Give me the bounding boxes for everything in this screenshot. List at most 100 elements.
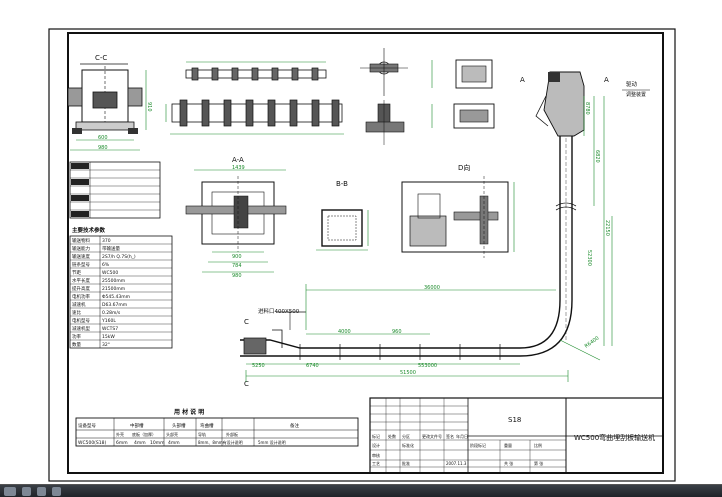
app-icon[interactable] bbox=[22, 486, 31, 496]
param-value: 0.28m/s bbox=[102, 310, 121, 316]
mat-r-5: 8mm、8mm有设计说明 bbox=[198, 439, 243, 445]
param-value: 带输送量 bbox=[102, 245, 120, 252]
dim-6820: 6820 bbox=[594, 150, 600, 163]
top-sub-label: 调整装置 bbox=[626, 91, 646, 98]
view-label-d: D向 bbox=[458, 163, 470, 172]
param-key: 数量 bbox=[72, 341, 81, 348]
param-key: 链条型号 bbox=[72, 261, 90, 268]
param-key: 输送物料 bbox=[72, 237, 90, 244]
param-value: 15kW bbox=[102, 334, 115, 340]
param-key: 输送能力 bbox=[72, 245, 90, 252]
dim-52300: 52300 bbox=[586, 250, 592, 266]
tb-r1-3: 更改文件号 bbox=[422, 433, 442, 439]
mat-h-4: 备注 bbox=[290, 422, 299, 429]
dim-51500: 51500 bbox=[400, 370, 416, 376]
view-label-aa: A-A bbox=[232, 156, 244, 164]
tb-r1-5: 年月日 bbox=[456, 433, 468, 439]
param-key: 减速机 bbox=[72, 301, 86, 308]
small-legend bbox=[69, 161, 161, 219]
dim-cc-width: 600 bbox=[98, 135, 108, 141]
view-b-b: B-B bbox=[316, 180, 369, 251]
param-key: 提升高度 bbox=[72, 285, 90, 292]
param-value: 25500mm bbox=[102, 278, 125, 284]
mat-r-4: 4mm bbox=[168, 440, 180, 446]
dim-36000: 36000 bbox=[424, 285, 440, 291]
dim-6740: 6740 bbox=[306, 363, 319, 369]
start-icon[interactable] bbox=[4, 486, 16, 496]
conveyor-elevation: 进料口400X500 C C A A 驱动 调整装置 bbox=[240, 71, 650, 388]
project-code: S18 bbox=[508, 416, 521, 424]
section-mark-a-2: A bbox=[604, 76, 609, 84]
param-value: WCTS7 bbox=[102, 326, 118, 332]
mat-r-1: 6mm bbox=[116, 440, 128, 446]
param-key: 节距 bbox=[72, 270, 81, 276]
dim-aa-784: 784 bbox=[232, 263, 242, 269]
tb-r1-0: 标记 bbox=[372, 433, 380, 439]
taskbar bbox=[0, 484, 722, 497]
app-icon[interactable] bbox=[37, 486, 46, 496]
inlet-note: 进料口400X500 bbox=[258, 307, 300, 315]
tb-r2-6: 比例 bbox=[534, 442, 542, 448]
mat-sh-0: 外壳 bbox=[116, 431, 124, 437]
head-section bbox=[543, 71, 585, 137]
tail-section bbox=[243, 337, 267, 355]
dim-5250: 5250 bbox=[252, 363, 265, 369]
param-value: Y160L bbox=[101, 318, 116, 324]
mat-h-1: 中部槽 bbox=[130, 422, 144, 429]
view-d: D向 bbox=[401, 163, 515, 258]
dim-aa-900: 900 bbox=[232, 254, 242, 260]
param-key: 输送速度 bbox=[72, 253, 90, 260]
mat-sh-2: 头部壳 bbox=[166, 431, 178, 437]
dim-cc-height: 910 bbox=[146, 102, 152, 112]
dim-960: 960 bbox=[392, 329, 402, 335]
mat-r-3: 10mm bbox=[150, 440, 165, 446]
param-value: WC500 bbox=[102, 270, 118, 276]
tb-r2-4: 阶段标记 bbox=[470, 442, 486, 448]
param-value: 21500mm bbox=[102, 286, 125, 292]
param-key: 功率 bbox=[72, 333, 81, 340]
tb-r4-4: 共 张 bbox=[504, 460, 513, 466]
inner-frame bbox=[67, 32, 664, 474]
mat-sh-4: 外部板 bbox=[226, 431, 238, 437]
dim-8780: 8780 bbox=[584, 102, 590, 115]
param-value: 32° bbox=[102, 342, 110, 348]
mat-r-6: 5mm 设计说明 bbox=[258, 439, 286, 445]
tb-r4-2: 批准 bbox=[402, 460, 410, 466]
sheet-border bbox=[48, 28, 676, 482]
tb-r2-5: 重量 bbox=[504, 442, 512, 448]
view-label-bb: B-B bbox=[336, 180, 348, 188]
mat-r-0: WC500(S18) bbox=[78, 440, 107, 446]
mat-sh-3: 导轨 bbox=[198, 431, 206, 437]
view-label-cc: C-C bbox=[95, 54, 107, 62]
dim-aa-980: 980 bbox=[232, 273, 242, 279]
mat-h-2: 头部槽 bbox=[172, 422, 186, 429]
dim-cc-total: 980 bbox=[98, 145, 108, 151]
app-icon[interactable] bbox=[52, 486, 61, 496]
mat-h-0: 设备型号 bbox=[78, 422, 96, 429]
param-key: 减速机型 bbox=[72, 325, 90, 332]
param-table-title: 主要技术参数 bbox=[72, 226, 106, 234]
dim-r6400: R6400 bbox=[584, 335, 601, 349]
material-table: 用 材 说 明 设备型号 中部槽 头部槽 弯曲槽 备注 外壳 底板（加厚） 头部… bbox=[75, 408, 359, 447]
title-block: S18 WC500弯曲埋刮板输送机 标记 处数 分区 更改文件号 签名 年月日 … bbox=[369, 397, 664, 474]
tb-r2-0: 设计 bbox=[372, 442, 380, 448]
param-value: 370 bbox=[102, 238, 111, 244]
dim-22150: 22150 bbox=[604, 220, 610, 236]
main-dimensions bbox=[245, 96, 613, 382]
section-mark-a-1: A bbox=[520, 76, 525, 84]
tb-date: 2007.11.3 bbox=[446, 461, 467, 466]
param-value: 6% bbox=[102, 262, 110, 268]
section-mark-c-1: C bbox=[244, 318, 249, 326]
param-key: 电机功率 bbox=[72, 293, 90, 300]
view-a-a: A-A 1439 900 784 980 bbox=[185, 156, 287, 279]
tb-r4-5: 第 张 bbox=[534, 460, 543, 466]
mat-table-title: 用 材 说 明 bbox=[173, 408, 204, 416]
drawing-title: WC500弯曲埋刮板输送机 bbox=[574, 433, 655, 442]
param-value: 2S7/h Q.7S(h_) bbox=[102, 254, 136, 260]
mat-r-2: 4mm bbox=[134, 440, 146, 446]
dim-4000: 4000 bbox=[338, 329, 351, 335]
drawing-viewport[interactable]: C-C 910 600 980 bbox=[0, 0, 722, 484]
tb-r2-2: 标准化 bbox=[402, 442, 414, 448]
dim-aa-1439: 1439 bbox=[232, 165, 245, 171]
section-mark-c-2: C bbox=[244, 380, 249, 388]
